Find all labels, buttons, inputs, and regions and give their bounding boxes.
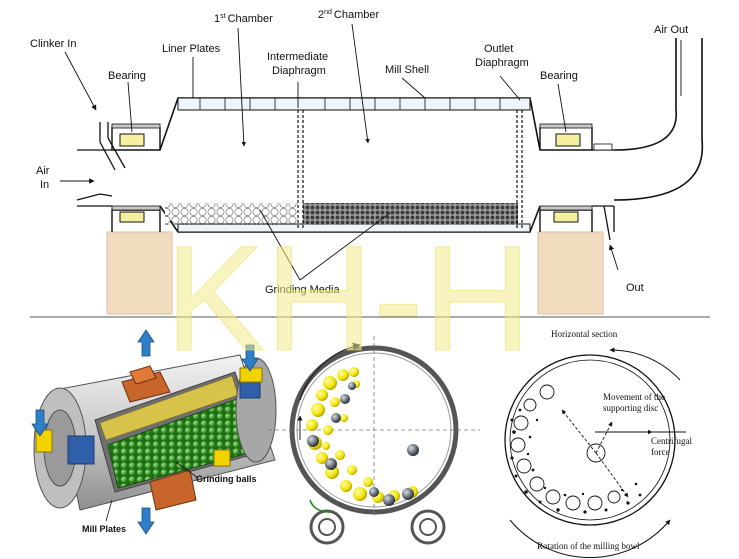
label-liner-plates: Liner Plates [162,43,221,55]
bottom-middle-rotating-drum [268,336,480,545]
label-bearing-right: Bearing [540,70,578,82]
label-mill-shell: Mill Shell [385,64,429,76]
right-pillar [537,231,604,315]
label-intermediate: Intermediate [267,51,328,63]
label-rotation: Rotation of the milling bowl [537,541,640,551]
top-leader-lines [60,23,682,281]
top-labels: Clinker In Air In Bearing Liner Plates 1… [30,9,688,296]
fine-particles [510,408,642,514]
liner-plates [177,97,531,111]
label-outlet: Outlet [484,43,513,55]
label-grinding-media: Grinding Media [265,284,340,296]
bottom-right-horizontal-section: Horizontal section Movement of the suppo… [504,329,692,559]
label-bearing-left: Bearing [108,70,146,82]
label-outlet-diaphragm: Diaphragm [475,57,529,69]
watermark-text: KH-H [165,214,532,382]
bottom-left-mill-illustration: Grinding balls Mill Plates [31,329,277,535]
left-bearing-bottom [111,205,161,232]
label-movement-2: supporting disc [603,403,658,413]
left-bearing-top [111,123,161,151]
grinding-media-chamber1 [165,203,298,225]
label-diaphragm: Diaphragm [272,65,326,77]
label-air-in-1: Air [36,165,50,177]
label-horizontal-section: Horizontal section [551,329,618,339]
label-clinker-in: Clinker In [30,38,76,50]
label-centrifugal-2: force [651,447,669,457]
liner-plate-segments [199,98,501,110]
supporting-discs [510,384,621,511]
label-air-in-2: In [40,179,49,191]
air-out-duct [613,38,704,201]
label-mill-plates: Mill Plates [82,524,126,534]
blue-flow-arrows [31,329,259,535]
label-out: Out [626,282,644,294]
gray-balls [307,382,419,506]
right-bearing-bottom [539,205,593,232]
label-centrifugal-1: Centrifugal [651,436,692,446]
right-bearing-top [539,123,593,151]
label-movement-1: Movement of the [603,392,665,402]
left-pillar [106,231,173,315]
label-grinding-balls: Grinding balls [196,474,257,484]
grinding-media-chamber2 [303,203,518,225]
label-air-out: Air Out [654,24,688,36]
top-ball-mill [30,38,710,318]
